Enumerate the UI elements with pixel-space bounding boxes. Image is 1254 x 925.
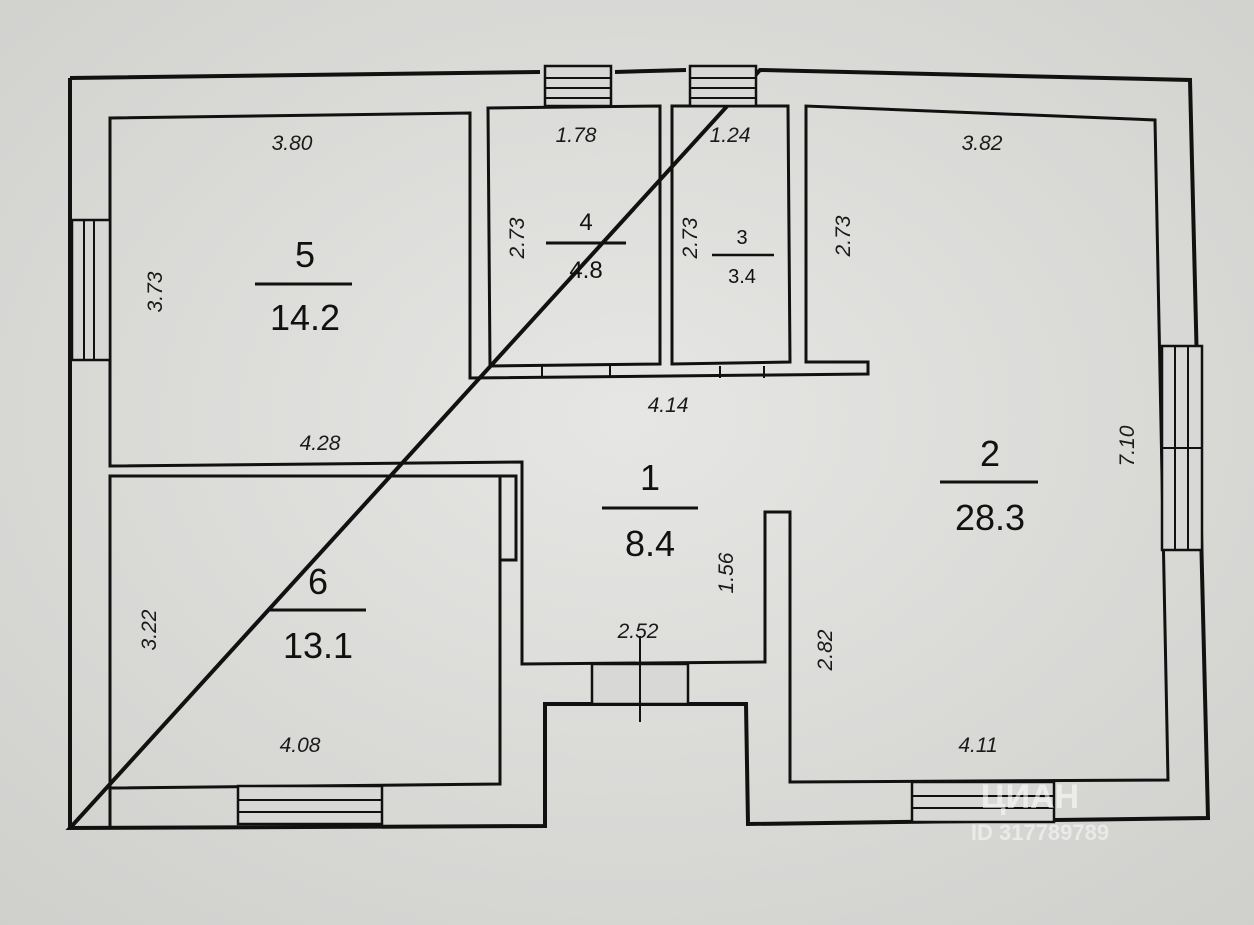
room-label-3: 3 3.4 (712, 227, 774, 288)
room6-partition (500, 474, 518, 562)
window-top-right (688, 64, 758, 108)
corridor-wall-ticks (541, 366, 765, 378)
outer-wall-outline (65, 67, 1211, 831)
room-label-5: 5 14.2 (255, 234, 352, 338)
dim-room5-bottom: 4.28 (300, 432, 341, 455)
window-right (1160, 344, 1204, 552)
dim-room3-top: 1.24 (710, 124, 751, 147)
room-area: 3.4 (728, 266, 756, 288)
room-area: 14.2 (270, 297, 340, 338)
dim-room4-top: 1.78 (556, 124, 597, 147)
window-top-left (543, 64, 613, 108)
dim-room4-left: 2.73 (506, 217, 529, 259)
dim-room2-left: 2.73 (832, 215, 855, 257)
window-left (70, 218, 112, 362)
room6-walls (108, 474, 502, 790)
dim-corridor-top: 4.14 (648, 394, 689, 417)
room-label-1: 1 8.4 (602, 457, 698, 564)
dim-room2-top: 3.82 (962, 132, 1003, 155)
dim-room2-lower-left: 2.82 (814, 629, 837, 671)
room-number: 3 (736, 227, 747, 249)
room-area: 28.3 (955, 497, 1025, 538)
room-number: 1 (640, 457, 660, 498)
dim-entrance: 2.52 (617, 620, 659, 643)
dim-room5-top: 3.80 (272, 132, 313, 155)
room-area: 13.1 (283, 625, 353, 666)
room-label-4: 4 4.8 (546, 209, 626, 284)
watermark: ЦИАН ID 317789789 (971, 778, 1109, 845)
watermark-id: ID 317789789 (971, 820, 1109, 845)
dim-room6-left: 3.22 (138, 609, 161, 650)
room-number: 2 (980, 433, 1000, 474)
dim-room2-right: 7.10 (1116, 425, 1139, 466)
room-number: 5 (295, 234, 315, 275)
watermark-brand: ЦИАН (981, 778, 1079, 816)
dim-hall-right: 1.56 (715, 552, 738, 593)
room-label-6: 6 13.1 (268, 561, 366, 666)
dim-room6-bottom: 4.08 (280, 734, 321, 757)
dim-room5-left: 3.73 (144, 271, 167, 312)
room-label-2: 2 28.3 (940, 433, 1038, 538)
entrance-door (590, 636, 690, 722)
dim-room3-left: 2.73 (679, 217, 702, 259)
room-number: 4 (579, 209, 592, 236)
inner-wall-outline (108, 104, 1170, 784)
room-area: 8.4 (625, 523, 675, 564)
window-bottom-right (910, 780, 1056, 824)
dim-room2-bottom: 4.11 (958, 734, 997, 757)
room-number: 6 (308, 561, 328, 602)
window-bottom-left (236, 784, 384, 826)
room-area: 4.8 (569, 257, 602, 284)
